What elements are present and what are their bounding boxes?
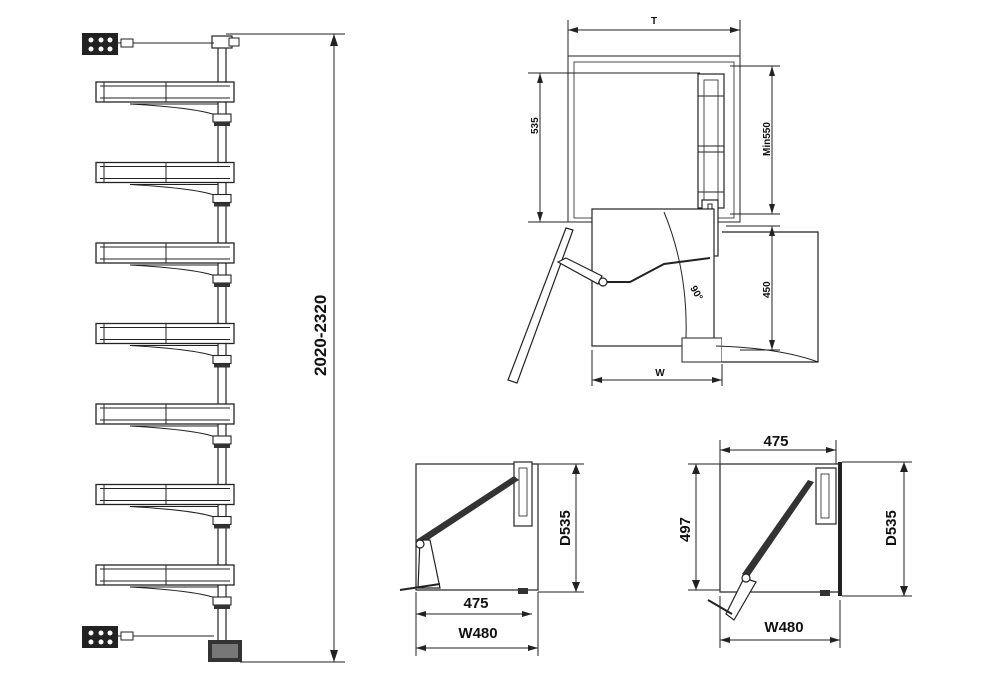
- tower-pole: [217, 43, 227, 657]
- tower-shelf: [95, 403, 235, 448]
- side-view-left: D535 475 W480: [399, 461, 584, 656]
- shelf-bracket: [129, 425, 219, 439]
- pole-clamp: [214, 202, 230, 207]
- top-mounting-plate: [82, 33, 118, 55]
- pole-collar: [212, 113, 232, 123]
- shelf-basket: [95, 81, 235, 103]
- cabinet-door: [507, 227, 574, 384]
- shelf-basket: [95, 564, 235, 586]
- tower-mechanism: [697, 73, 725, 209]
- fixed-shelf: [722, 231, 819, 363]
- left-inner-width-label: 475: [463, 595, 488, 612]
- shelf-bracket: [129, 264, 219, 278]
- tower-shelf: [95, 322, 235, 368]
- pole-collar: [212, 435, 232, 445]
- pole-collar: [212, 515, 232, 526]
- arm-left: [416, 476, 519, 544]
- shelf-basket: [95, 322, 235, 345]
- pole-clamp: [214, 605, 230, 609]
- tower-shelf: [95, 242, 235, 287]
- pole-collar: [212, 596, 232, 606]
- pole-clamp: [214, 283, 230, 287]
- shelf-bracket: [129, 586, 219, 600]
- shelf-bracket: [129, 344, 219, 359]
- shelf-basket: [95, 403, 235, 425]
- pole-collar: [212, 193, 232, 204]
- linkage-arm: [600, 257, 711, 283]
- width-label-t: T: [651, 16, 657, 27]
- angle-arc: [663, 211, 687, 339]
- pole-collar: [212, 274, 232, 284]
- min-label: Min550: [762, 122, 773, 156]
- right-width-label: W480: [764, 619, 803, 636]
- left-depth-label: D535: [557, 510, 574, 546]
- shelf-group: [95, 81, 235, 609]
- pole-clamp: [214, 363, 230, 368]
- right-top-width-label: 475: [763, 433, 788, 450]
- tower-height-label: 2020-2320: [311, 295, 330, 376]
- shelf-basket: [95, 483, 235, 506]
- swing-tray: [591, 208, 715, 347]
- door-dimension-label: 450: [762, 281, 773, 298]
- depth-label-535: 535: [530, 117, 541, 134]
- right-depth-label: D535: [883, 510, 900, 546]
- shelf-bracket: [129, 505, 219, 520]
- width-label-w: W: [655, 368, 665, 379]
- tower-shelf: [95, 483, 235, 529]
- tower-shelf: [95, 81, 235, 126]
- shelf-basket: [95, 161, 235, 184]
- tower-shelf: [95, 564, 235, 609]
- right-height-label: 497: [677, 517, 694, 542]
- shelf-bracket: [129, 183, 219, 198]
- left-width-label: W480: [458, 625, 497, 642]
- shelf-basket: [95, 242, 235, 264]
- pole-clamp: [214, 444, 230, 448]
- side-view-right: 475 497 D535 W480: [677, 433, 912, 648]
- arm-right: [742, 480, 814, 578]
- pole-clamp: [214, 122, 230, 126]
- pole-clamp: [214, 524, 230, 529]
- bottom-mounting-plate: [82, 626, 118, 648]
- tower-shelf: [95, 161, 235, 207]
- top-view: T 535 Min550: [507, 16, 819, 386]
- pole-collar: [212, 354, 232, 365]
- shelf-bracket: [129, 103, 219, 117]
- tower-elevation: 2020-2320: [82, 33, 345, 663]
